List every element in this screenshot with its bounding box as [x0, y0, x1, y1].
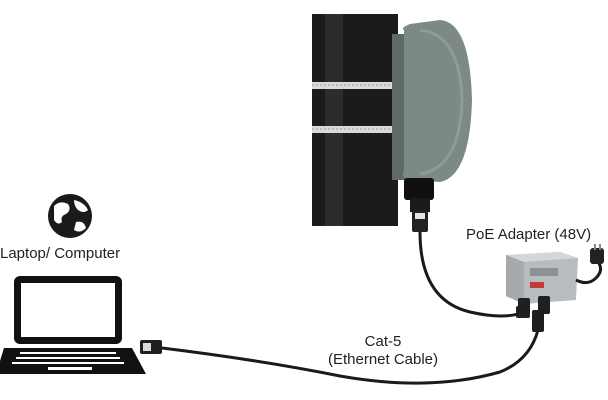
ap-cable: [418, 212, 525, 318]
access-point-icon: [392, 20, 472, 212]
cable-label: Cat-5 (Ethernet Cable): [322, 333, 444, 369]
laptop-icon: [0, 276, 146, 374]
cable-label-line2: (Ethernet Cable): [327, 351, 439, 368]
rj45-connector-icon: [140, 310, 544, 354]
poe-adapter-icon: [506, 252, 578, 314]
power-plug-icon: [575, 244, 604, 285]
globe-icon: [48, 194, 92, 238]
poe-adapter-label: PoE Adapter (48V): [466, 226, 592, 243]
mounting-pole: [312, 14, 402, 226]
ethernet-cable: [161, 329, 540, 385]
laptop-label: Laptop/ Computer: [0, 245, 121, 262]
cable-label-line1: Cat-5: [364, 333, 402, 350]
